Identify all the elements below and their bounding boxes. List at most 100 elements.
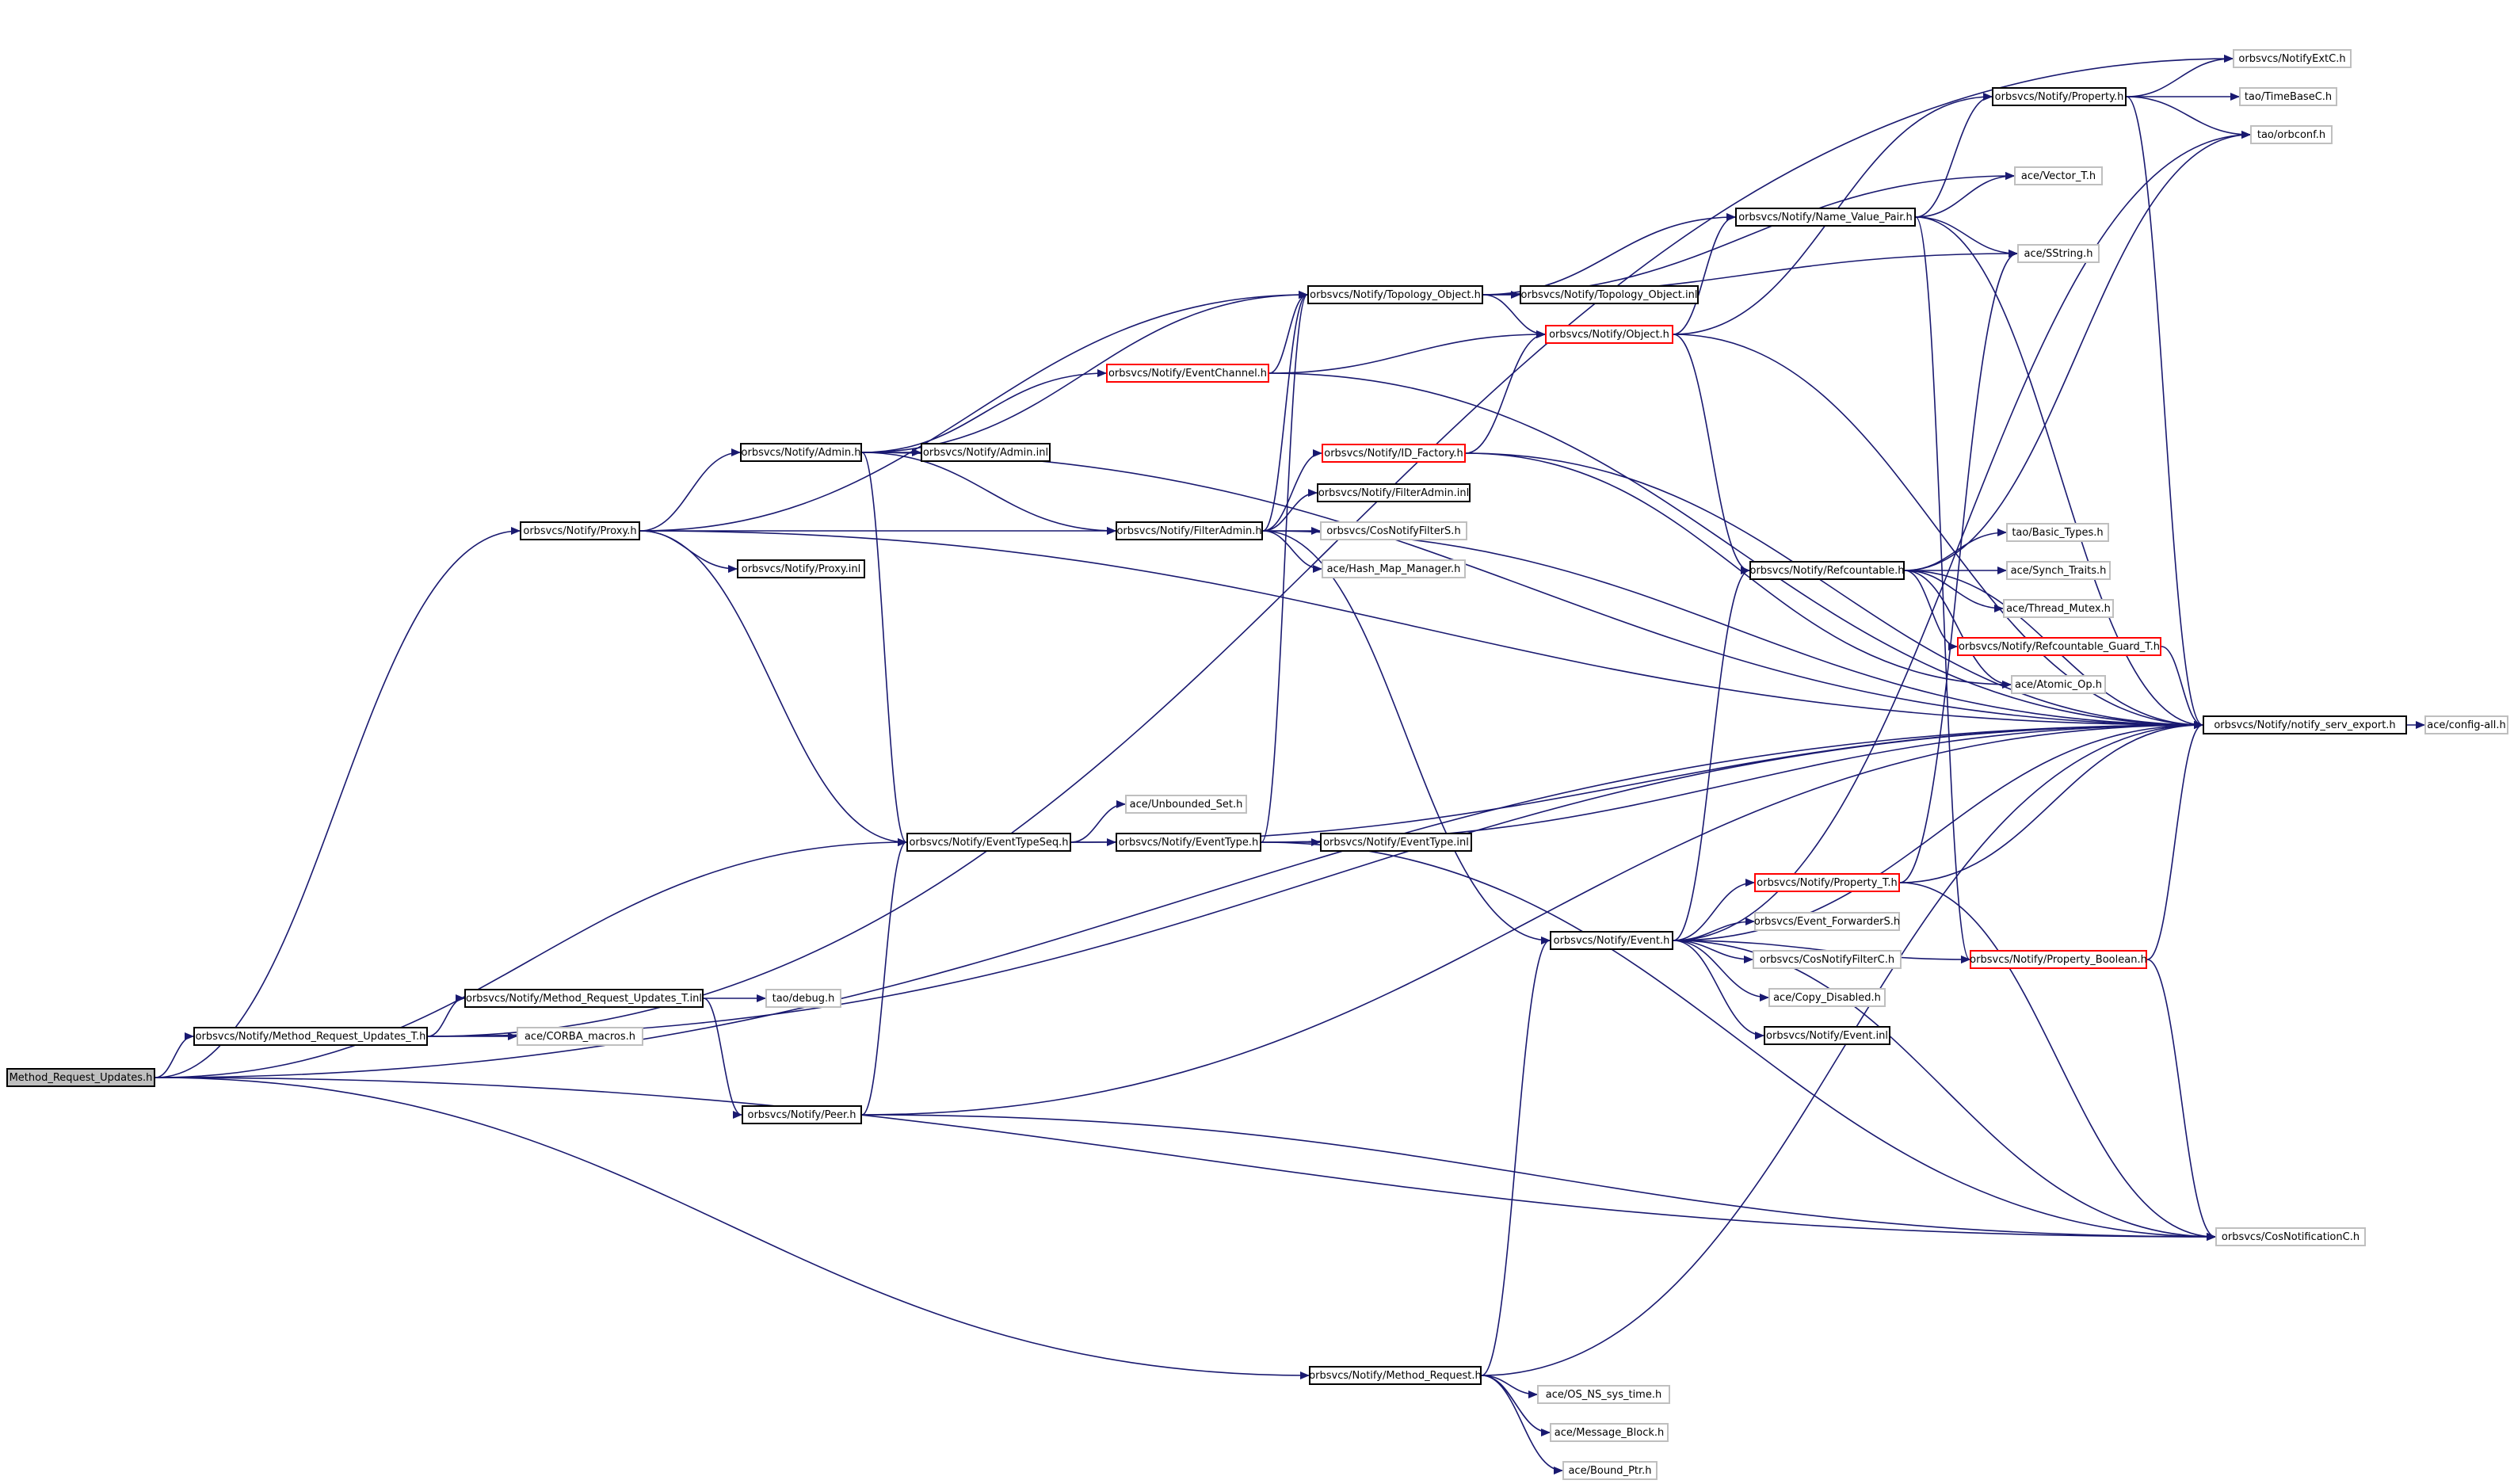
edge-method-request-updates-h-to-notify-serv-export-h — [155, 721, 2203, 1078]
node-basic-types-h[interactable]: tao/Basic_Types.h — [2006, 523, 2109, 542]
edge-property-h-to-notifyextc-h — [2126, 55, 2234, 97]
edge-eventchannel-h-to-notify-serv-export-h — [1268, 372, 2203, 729]
edge-object-h-to-notify-serv-export-h — [1673, 334, 2203, 729]
node-vector-t-h[interactable]: ace/Vector_T.h — [2014, 166, 2103, 185]
node-sstring-h[interactable]: ace/SString.h — [2017, 244, 2100, 263]
edge-refcountable-h-to-orbconf-h — [1904, 131, 2251, 571]
node-filteradmin-inl[interactable]: orbsvcs/Notify/FilterAdmin.inl — [1317, 483, 1471, 502]
edge-filteradmin-h-to-event-h — [1262, 530, 1551, 944]
edge-property-boolean-h-to-cosnotificationc-h — [2146, 959, 2216, 1241]
node-peer-h[interactable]: orbsvcs/Notify/Peer.h — [742, 1105, 862, 1124]
node-topology-object-h[interactable]: orbsvcs/Notify/Topology_Object.h — [1307, 285, 1483, 304]
node-event-forwarders-h[interactable]: orbsvcs/Event_ForwarderS.h — [1754, 912, 1900, 931]
node-method-request-h[interactable]: orbsvcs/Notify/Method_Request.h — [1309, 1366, 1482, 1385]
edge-proxy-h-to-eventtypeseq-h — [639, 530, 907, 846]
edge-eventtypeseq-h-to-notify-serv-export-h — [1070, 721, 2203, 843]
node-property-h[interactable]: orbsvcs/Notify/Property.h — [1992, 87, 2127, 106]
node-atomic-op-h[interactable]: ace/Atomic_Op.h — [2011, 675, 2106, 694]
edge-name-value-pair-h-to-vector-t-h — [1915, 172, 2015, 218]
edge-refcountable-h-to-thread-mutex-h — [1904, 570, 2004, 612]
node-orbconf-h[interactable]: tao/orbconf.h — [2250, 125, 2333, 144]
edge-proxy-h-to-notify-serv-export-h — [639, 530, 2203, 729]
edge-method-request-updates-h-to-eventtypeseq-h — [155, 838, 907, 1078]
edge-property-boolean-h-to-notify-serv-export-h — [2146, 721, 2203, 960]
node-id-factory-h[interactable]: orbsvcs/Notify/ID_Factory.h — [1322, 444, 1466, 463]
node-method-request-updates-t-h[interactable]: orbsvcs/Notify/Method_Request_Updates_T.… — [193, 1027, 428, 1046]
node-hash-map-manager-h[interactable]: ace/Hash_Map_Manager.h — [1322, 559, 1466, 578]
edge-eventtype-h-to-topology-object-h — [1261, 291, 1308, 843]
node-copy-disabled-h[interactable]: ace/Copy_Disabled.h — [1768, 988, 1886, 1007]
node-refcountable-guard-t-h[interactable]: orbsvcs/Notify/Refcountable_Guard_T.h — [1957, 637, 2161, 656]
edge-method-request-updates-t-h-to-notifyextc-h — [427, 55, 2234, 1037]
node-method-request-updates-t-inl[interactable]: orbsvcs/Notify/Method_Request_Updates_T.… — [464, 989, 704, 1008]
edge-admin-h-to-filteradmin-h — [861, 452, 1116, 535]
node-ace-corba-macros-h[interactable]: ace/CORBA_macros.h — [517, 1027, 643, 1046]
edge-refcountable-h-to-atomic-op-h — [1904, 570, 2012, 689]
edge-id-factory-h-to-notify-serv-export-h — [1465, 452, 2203, 729]
node-config-all-h[interactable]: ace/config-all.h — [2424, 715, 2508, 734]
edge-property-h-to-notify-serv-export-h — [2126, 96, 2203, 729]
node-topology-object-inl[interactable]: orbsvcs/Notify/Topology_Object.inl — [1520, 285, 1699, 304]
edge-method-request-h-to-notify-serv-export-h — [1481, 721, 2203, 1376]
node-tao-debug-h[interactable]: tao/debug.h — [765, 989, 841, 1008]
node-unbounded-set-h[interactable]: ace/Unbounded_Set.h — [1125, 795, 1247, 814]
edge-admin-h-to-eventchannel-h — [861, 369, 1107, 453]
edge-name-value-pair-h-to-property-h — [1915, 93, 1993, 218]
node-message-block-h[interactable]: ace/Message_Block.h — [1550, 1423, 1669, 1442]
node-name-value-pair-h[interactable]: orbsvcs/Notify/Name_Value_Pair.h — [1735, 208, 1916, 227]
node-synch-traits-h[interactable]: ace/Synch_Traits.h — [2006, 561, 2111, 580]
edge-method-request-updates-h-to-method-request-h — [155, 1077, 1310, 1379]
node-thread-mutex-h[interactable]: ace/Thread_Mutex.h — [2003, 599, 2114, 618]
node-proxy-h[interactable]: orbsvcs/Notify/Proxy.h — [520, 521, 640, 540]
edge-event-h-to-event-inl — [1673, 940, 1764, 1040]
node-refcountable-h[interactable]: orbsvcs/Notify/Refcountable.h — [1749, 561, 1905, 580]
node-eventtype-h[interactable]: orbsvcs/Notify/EventType.h — [1116, 833, 1261, 852]
node-cosnotifyfilterc-h[interactable]: orbsvcs/CosNotifyFilterC.h — [1753, 950, 1902, 969]
edge-property-t-h-to-notify-serv-export-h — [1899, 721, 2203, 883]
node-admin-h[interactable]: orbsvcs/Notify/Admin.h — [740, 443, 862, 462]
node-filteradmin-h[interactable]: orbsvcs/Notify/FilterAdmin.h — [1116, 521, 1263, 540]
node-bound-ptr-h[interactable]: ace/Bound_Ptr.h — [1562, 1461, 1658, 1480]
edge-admin-h-to-eventtypeseq-h — [861, 452, 907, 846]
edge-method-request-h-to-event-h — [1481, 937, 1551, 1376]
node-property-t-h[interactable]: orbsvcs/Notify/Property_T.h — [1754, 873, 1900, 892]
node-admin-inl[interactable]: orbsvcs/Notify/Admin.inl — [921, 443, 1051, 462]
edge-object-h-to-refcountable-h — [1673, 334, 1750, 574]
edge-filteradmin-h-to-filteradmin-inl — [1262, 489, 1318, 532]
edge-method-request-updates-t-inl-to-peer-h — [703, 998, 742, 1119]
edge-filteradmin-h-to-notify-serv-export-h — [1262, 530, 2203, 729]
node-object-h[interactable]: orbsvcs/Notify/Object.h — [1545, 325, 1673, 344]
edge-name-value-pair-h-to-sstring-h — [1915, 216, 2018, 258]
edge-method-request-updates-t-h-to-method-request-updates-t-inl — [427, 994, 465, 1037]
edge-proxy-h-to-admin-h — [639, 448, 741, 532]
edge-property-t-h-to-cosnotificationc-h — [1899, 882, 2216, 1241]
edge-filteradmin-h-to-id-factory-h — [1262, 449, 1322, 532]
edge-filteradmin-h-to-topology-object-h — [1262, 291, 1308, 532]
node-proxy-inl[interactable]: orbsvcs/Notify/Proxy.inl — [737, 559, 865, 578]
edge-proxy-h-to-topology-object-h — [639, 291, 1308, 532]
node-eventchannel-h[interactable]: orbsvcs/Notify/EventChannel.h — [1106, 364, 1269, 383]
node-event-inl[interactable]: orbsvcs/Notify/Event.inl — [1764, 1026, 1890, 1045]
node-cosnotificationc-h[interactable]: orbsvcs/CosNotificationC.h — [2215, 1227, 2366, 1246]
edge-name-value-pair-h-to-property-boolean-h — [1915, 216, 1970, 963]
edge-eventchannel-h-to-object-h — [1268, 330, 1546, 374]
node-event-h[interactable]: orbsvcs/Notify/Event.h — [1550, 931, 1673, 950]
edge-eventtypeseq-h-to-unbounded-set-h — [1070, 800, 1126, 843]
node-eventtype-inl[interactable]: orbsvcs/Notify/EventType.inl — [1320, 833, 1472, 852]
edge-peer-h-to-eventtypeseq-h — [861, 838, 907, 1116]
edge-object-h-to-name-value-pair-h — [1673, 213, 1736, 335]
node-cosnotifyfilters-h[interactable]: orbsvcs/CosNotifyFilterS.h — [1320, 521, 1467, 540]
edge-property-h-to-orbconf-h — [2126, 96, 2251, 139]
node-timebasec-h[interactable]: tao/TimeBaseC.h — [2239, 87, 2337, 106]
edge-id-factory-h-to-object-h — [1465, 330, 1546, 454]
node-os-ns-sys-time-h[interactable]: ace/OS_NS_sys_time.h — [1537, 1385, 1670, 1404]
edge-id-factory-h-to-atomic-op-h — [1465, 452, 2012, 689]
node-eventtypeseq-h[interactable]: orbsvcs/Notify/EventTypeSeq.h — [906, 833, 1071, 852]
node-notifyextc-h[interactable]: orbsvcs/NotifyExtC.h — [2233, 49, 2352, 68]
node-method-request-updates-h[interactable]: Method_Request_Updates.h — [6, 1068, 155, 1087]
edge-method-request-updates-h-to-cosnotificationc-h — [155, 1077, 2216, 1241]
edge-method-request-updates-h-to-method-request-updates-t-h — [155, 1032, 194, 1078]
node-notify-serv-export-h[interactable]: orbsvcs/Notify/notify_serv_export.h — [2203, 715, 2407, 734]
node-property-boolean-h[interactable]: orbsvcs/Notify/Property_Boolean.h — [1970, 950, 2147, 969]
